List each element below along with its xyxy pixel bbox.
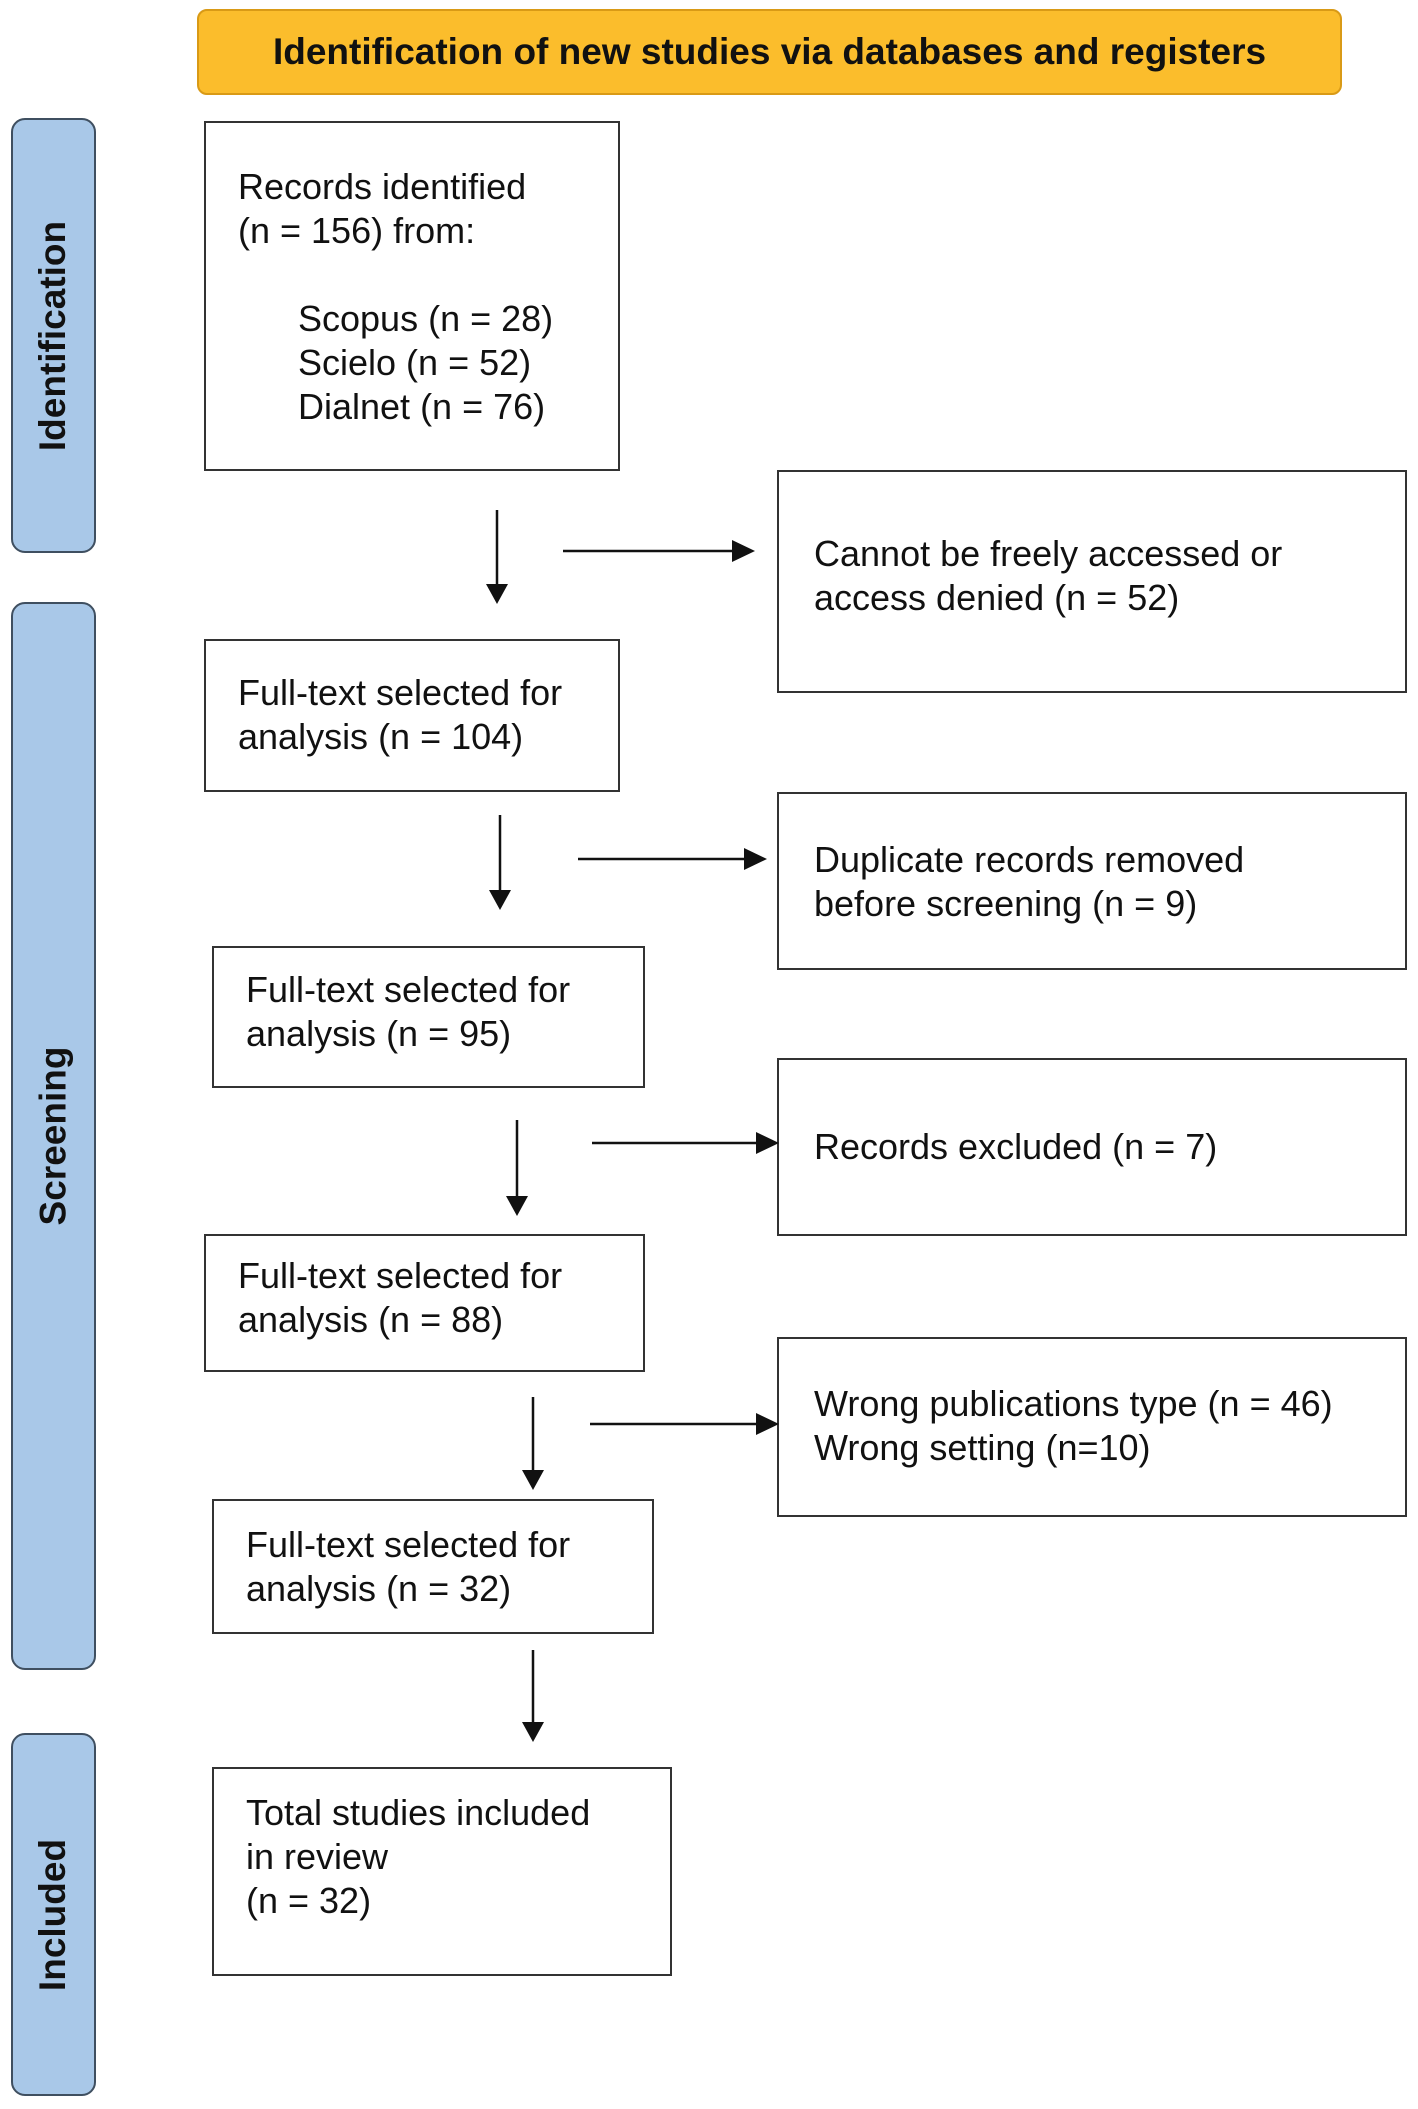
excluded-access-box: Cannot be freely accessed or access deni… [777, 470, 1407, 693]
records-line1: Records identified [238, 166, 527, 207]
fulltext-32-line2: analysis (n = 32) [246, 1568, 512, 1609]
duplicates-line2: before screening (n = 9) [814, 883, 1198, 924]
arrow-right-3-head [756, 1132, 779, 1154]
fulltext-104-line2: analysis (n = 104) [238, 716, 524, 757]
arrow-down-3-head [506, 1196, 528, 1216]
wrong-type-line2: Wrong setting (n=10) [814, 1427, 1151, 1468]
phase-included-label: Included [32, 1838, 74, 1991]
header-title: Identification of new studies via databa… [272, 31, 1267, 72]
arrow-right-2-head [744, 848, 767, 870]
fulltext-104-line1: Full-text selected for [238, 672, 563, 713]
total-line1: Total studies included [246, 1792, 591, 1833]
duplicates-box: Duplicate records removed before screeni… [777, 792, 1407, 970]
arrow-down-1-head [486, 584, 508, 604]
source-dialnet: Dialnet (n = 76) [298, 386, 546, 427]
phase-included: Included [11, 1733, 96, 2096]
phase-identification-label: Identification [32, 220, 74, 451]
fulltext-95-line2: analysis (n = 95) [246, 1013, 512, 1054]
total-line3: (n = 32) [246, 1880, 372, 1921]
fulltext-95-line1: Full-text selected for [246, 969, 571, 1010]
fulltext-32-box: Full-text selected for analysis (n = 32) [212, 1499, 654, 1634]
records-excluded-line1: Records excluded (n = 7) [814, 1126, 1218, 1167]
arrow-right-1-head [732, 540, 755, 562]
fulltext-88-line1: Full-text selected for [238, 1255, 563, 1296]
arrow-down-4-head [522, 1470, 544, 1490]
fulltext-88-box: Full-text selected for analysis (n = 88) [204, 1234, 645, 1372]
excluded-access-line2: access denied (n = 52) [814, 577, 1180, 618]
phase-screening: Screening [11, 602, 96, 1670]
fulltext-88-line2: analysis (n = 88) [238, 1299, 504, 1340]
fulltext-95-box: Full-text selected for analysis (n = 95) [212, 946, 645, 1088]
arrow-right-4-head [756, 1413, 779, 1435]
wrong-type-line1: Wrong publications type (n = 46) [814, 1383, 1333, 1424]
arrow-down-5-head [522, 1722, 544, 1742]
total-included-box: Total studies included in review (n = 32… [212, 1767, 672, 1976]
header-banner: Identification of new studies via databa… [197, 9, 1342, 95]
phase-identification: Identification [11, 118, 96, 553]
phase-screening-label: Screening [32, 1046, 74, 1226]
wrong-type-box: Wrong publications type (n = 46) Wrong s… [777, 1337, 1407, 1517]
source-scopus: Scopus (n = 28) [298, 298, 554, 339]
source-scielo: Scielo (n = 52) [298, 342, 532, 383]
records-identified-box: Records identified (n = 156) from: Scopu… [204, 121, 620, 471]
duplicates-line1: Duplicate records removed [814, 839, 1245, 880]
records-line2: (n = 156) from: [238, 210, 476, 251]
total-line2: in review [246, 1836, 389, 1877]
records-excluded-box: Records excluded (n = 7) [777, 1058, 1407, 1236]
fulltext-32-line1: Full-text selected for [246, 1524, 571, 1565]
excluded-access-line1: Cannot be freely accessed or [814, 533, 1283, 574]
fulltext-104-box: Full-text selected for analysis (n = 104… [204, 639, 620, 792]
arrow-down-2-head [489, 890, 511, 910]
